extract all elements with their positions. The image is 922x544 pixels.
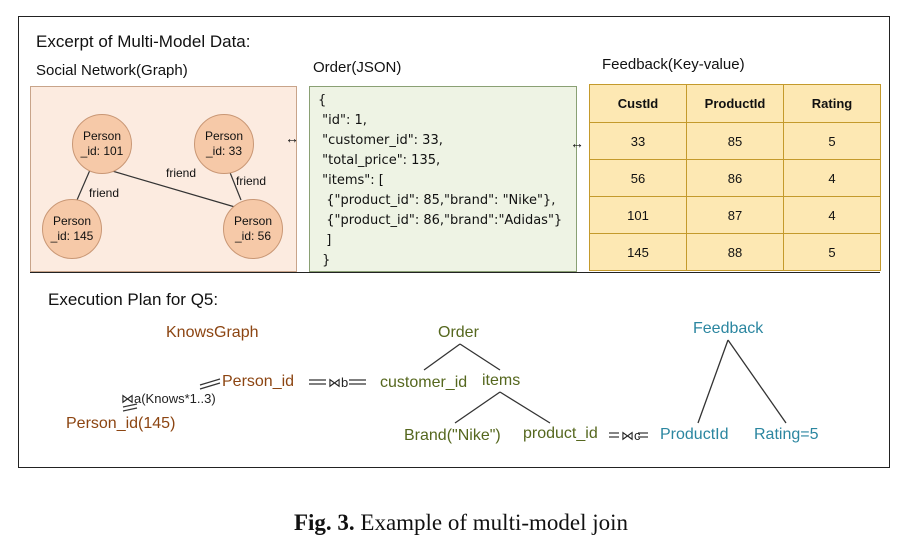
- tree-edge: [459, 343, 501, 371]
- caption-label: Fig. 3.: [293, 510, 355, 535]
- json-line: {: [318, 93, 327, 108]
- json-line: {"product_id": 86,"brand":"Adidas"}: [318, 213, 563, 228]
- plan-rating5: Rating=5: [754, 426, 819, 443]
- edge-label-friend: friend: [89, 186, 120, 200]
- plan-join-b: ⋈b: [328, 375, 349, 390]
- graph-label: Social Network(Graph): [36, 62, 188, 79]
- graph-node-33: Person_id: 33: [194, 114, 254, 174]
- edge-33-56: [228, 169, 242, 201]
- link-arrow: ↔: [285, 130, 299, 146]
- edge-label-friend: friend: [166, 166, 197, 180]
- graph-node-101: Person_id: 101: [72, 114, 132, 174]
- column-header: Rating: [783, 84, 881, 123]
- graph-node-56: Person_id: 56: [223, 199, 283, 259]
- kv-label: Feedback(Key-value): [602, 56, 745, 73]
- json-line: {"product_id": 85,"brand": "Nike"},: [318, 193, 556, 208]
- join-connector: [122, 407, 138, 412]
- table-cell: 86: [686, 159, 784, 197]
- table-cell: 88: [686, 233, 784, 271]
- plan-brand-nike: Brand("Nike"): [404, 427, 501, 444]
- edge-101-145: [76, 169, 91, 201]
- tree-edge: [423, 343, 461, 371]
- plan-person-id: Person_id: [222, 373, 295, 390]
- table-row: 56 86 4: [589, 159, 881, 197]
- table-row: 33 85 5: [589, 122, 881, 160]
- tree-edge: [499, 391, 551, 424]
- plan-items: items: [482, 372, 521, 389]
- table-header-row: CustId ProductId Rating: [589, 84, 881, 123]
- json-label: Order(JSON): [313, 59, 402, 76]
- column-header: ProductId: [686, 84, 784, 123]
- plan-productid: ProductId: [660, 426, 729, 443]
- figure-frame: [18, 16, 890, 468]
- plan-join-a: ⋈a(Knows*1..3): [121, 391, 216, 406]
- edge-label-friend: friend: [236, 174, 267, 188]
- table-cell: 4: [783, 159, 881, 197]
- plan-join-c: ⋈c: [621, 428, 641, 443]
- tree-edge: [727, 339, 787, 424]
- table-cell: 33: [589, 122, 687, 160]
- json-panel: { "id": 1, "customer_id": 33, "total_pri…: [309, 86, 577, 272]
- kv-table: CustId ProductId Rating 33 85 5 56 86 4 …: [589, 84, 881, 271]
- join-connector: [122, 403, 138, 408]
- plan-title: Execution Plan for Q5:: [48, 290, 219, 309]
- figure-caption: Fig. 3. Example of multi-model join: [0, 510, 922, 536]
- plan-knowsgraph: KnowsGraph: [166, 324, 259, 341]
- tree-edge: [697, 339, 729, 424]
- join-connector: [199, 378, 221, 386]
- table-cell: 145: [589, 233, 687, 271]
- table-cell: 85: [686, 122, 784, 160]
- json-line: }: [318, 253, 331, 268]
- json-line: "customer_id": 33,: [318, 133, 443, 148]
- plan-feedback: Feedback: [693, 320, 764, 337]
- json-line: ]: [318, 233, 332, 248]
- json-line: "id": 1,: [318, 113, 367, 128]
- table-cell: 101: [589, 196, 687, 234]
- table-cell: 5: [783, 233, 881, 271]
- json-line: "total_price": 135,: [318, 153, 441, 168]
- table-cell: 56: [589, 159, 687, 197]
- plan-customer-id: customer_id: [380, 374, 468, 391]
- plan-person-id-145: Person_id(145): [66, 415, 176, 432]
- edge-101-56: [101, 167, 253, 213]
- caption-text: Example of multi-model join: [354, 510, 629, 535]
- table-row: 101 87 4: [589, 196, 881, 234]
- graph-node-145: Person_id: 145: [42, 199, 102, 259]
- excerpt-title: Excerpt of Multi-Model Data:: [36, 32, 251, 51]
- json-line: "items": [: [318, 173, 384, 188]
- table-row: 145 88 5: [589, 233, 881, 271]
- section-divider: [30, 272, 880, 273]
- plan-product-id: product_id: [523, 425, 598, 442]
- tree-edge: [454, 391, 501, 424]
- join-connector: [199, 382, 221, 390]
- table-cell: 4: [783, 196, 881, 234]
- table-cell: 87: [686, 196, 784, 234]
- plan-order: Order: [438, 324, 479, 341]
- link-arrow: ↔: [570, 135, 584, 151]
